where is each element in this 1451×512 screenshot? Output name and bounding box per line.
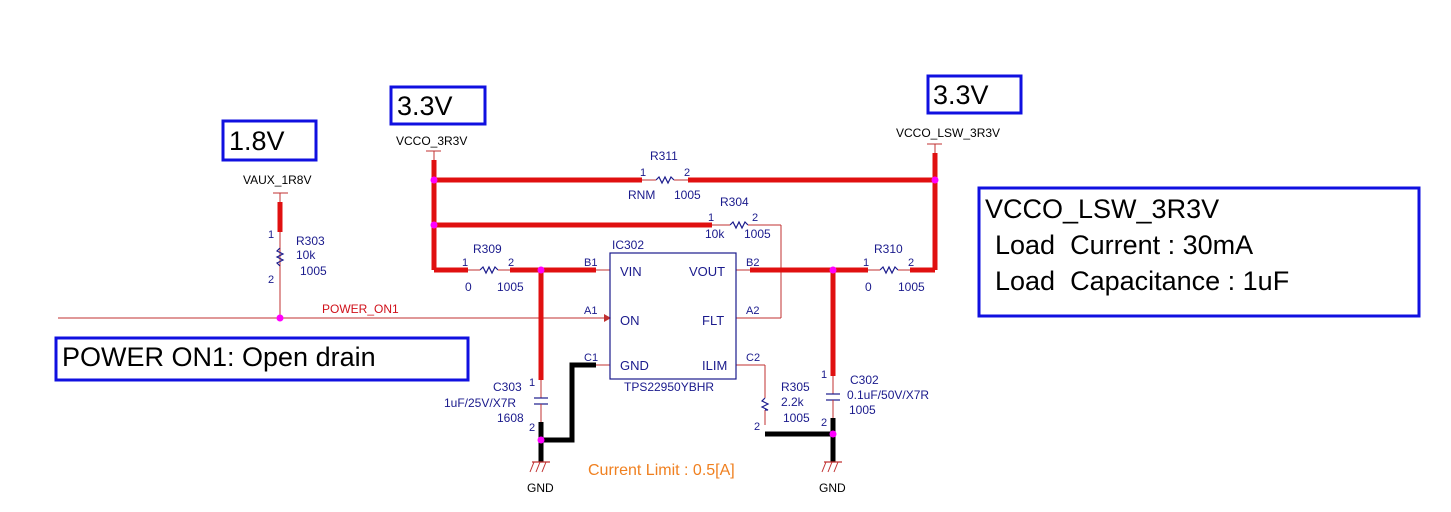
- c303-size: 1608: [497, 411, 524, 425]
- ic302-pin-gnd: GND: [620, 358, 649, 373]
- ic302-pin-c1: C1: [584, 352, 598, 364]
- c302-ref: C302: [850, 373, 879, 387]
- ic302-pin-b2: B2: [746, 257, 759, 269]
- load-info-capacitance: Load Capacitance : 1uF: [995, 266, 1289, 296]
- r303-pin1: 1: [268, 229, 274, 241]
- power-symbol-vaux: VAUX_1R8V: [243, 173, 311, 202]
- r304-size: 1005: [744, 227, 771, 241]
- voltage-label-1v8: 1.8V: [221, 119, 318, 162]
- load-info-current: Load Current : 30mA: [995, 230, 1253, 260]
- r309-value: 0: [465, 280, 472, 294]
- voltage-label-3v3-right: 3.3V: [926, 74, 1023, 115]
- gnd-symbol-right: GND: [819, 461, 846, 495]
- r311-pin2: 2: [684, 167, 690, 179]
- r311-size: 1005: [674, 188, 701, 202]
- r303-pin2: 2: [268, 274, 274, 286]
- c303-pin2: 2: [529, 422, 535, 434]
- voltage-label-3v3-left: 3.3V: [389, 85, 487, 126]
- r305-pin2: 2: [754, 421, 760, 433]
- ic302-pin-c2: C2: [746, 352, 760, 364]
- r311-value: RNM: [628, 188, 655, 202]
- capacitor-c303: 1 2 C303 1uF/25V/X7R 1608: [444, 377, 548, 434]
- ic302-pin-a1: A1: [584, 305, 597, 317]
- net-label-vcco: VCCO_3R3V: [396, 134, 467, 148]
- r310-value: 0: [865, 280, 872, 294]
- ic302-pin-vin: VIN: [620, 264, 642, 279]
- voltage-label-1v8-text: 1.8V: [229, 126, 285, 156]
- r309-size: 1005: [497, 280, 524, 294]
- resistor-r305: 2 R305 2.2k 1005: [754, 380, 810, 433]
- r303-value: 10k: [296, 248, 316, 262]
- resistor-r310: 1 2 R310 0 1005: [863, 242, 925, 294]
- r303-size: 1005: [300, 264, 327, 278]
- resistor-r303: 1 2 R303 10k 1005: [268, 229, 327, 286]
- gnd-label-left: GND: [527, 481, 554, 495]
- power-symbol-vcco: VCCO_3R3V: [396, 134, 467, 160]
- ic302-pin-vout: VOUT: [689, 264, 725, 279]
- ic302-pin-on: ON: [620, 313, 640, 328]
- r310-size: 1005: [898, 280, 925, 294]
- highlighted-wires: [277, 153, 938, 380]
- ic302-ref: IC302: [612, 238, 644, 252]
- r304-pin2: 2: [752, 212, 758, 224]
- c303-ref: C303: [493, 380, 522, 394]
- r305-size: 1005: [783, 411, 810, 425]
- gnd-symbol-left: GND: [527, 461, 554, 495]
- capacitor-c302: 1 2 C302 0.1uF/50V/X7R 1005: [821, 369, 929, 429]
- r304-ref: R304: [720, 195, 749, 209]
- net-label-vaux: VAUX_1R8V: [243, 173, 311, 187]
- power-on-note-text: POWER ON1: Open drain: [62, 342, 376, 372]
- current-limit-note: Current Limit : 0.5[A]: [588, 462, 735, 479]
- r310-pin2: 2: [908, 257, 914, 269]
- resistor-r309: 1 2 R309 0 1005: [462, 242, 524, 294]
- r311-ref: R311: [650, 149, 678, 163]
- resistor-r311: 1 2 R311 RNM 1005: [628, 149, 701, 202]
- ic302-pin-a2: A2: [746, 305, 759, 317]
- net-label-power-on: POWER_ON1: [322, 302, 399, 316]
- junction-dots: [276, 176, 939, 444]
- gnd-label-right: GND: [819, 481, 846, 495]
- r305-value: 2.2k: [781, 395, 805, 409]
- r309-pin1: 1: [462, 257, 468, 269]
- load-info-title: VCCO_LSW_3R3V: [985, 194, 1219, 224]
- c302-size: 1005: [849, 403, 876, 417]
- resistor-r304: 1 2 R304 10k 1005: [705, 195, 771, 241]
- ic302-pin-b1: B1: [584, 257, 597, 269]
- net-label-vcco-lsw: VCCO_LSW_3R3V: [896, 126, 1000, 140]
- r304-pin1: 1: [708, 212, 714, 224]
- r310-ref: R310: [874, 242, 903, 256]
- ic302: IC302 TPS22950YBHR B1 VIN A1 ON C1 GND B…: [584, 238, 760, 394]
- c303-pin1: 1: [529, 377, 535, 389]
- ic302-pin-ilim: ILIM: [702, 358, 727, 373]
- r309-ref: R309: [473, 242, 502, 256]
- c303-value: 1uF/25V/X7R: [444, 396, 516, 410]
- thin-wires: [58, 224, 782, 425]
- c302-pin2: 2: [821, 417, 827, 429]
- r303-ref: R303: [296, 234, 325, 248]
- r304-value: 10k: [705, 227, 725, 241]
- voltage-label-3v3-left-text: 3.3V: [397, 91, 453, 121]
- power-on-note-box: POWER ON1: Open drain: [54, 336, 470, 382]
- r305-ref: R305: [781, 380, 810, 394]
- c302-value: 0.1uF/50V/X7R: [847, 388, 929, 402]
- c302-pin1: 1: [821, 369, 827, 381]
- ic302-pin-flt: FLT: [702, 313, 724, 328]
- r310-pin1: 1: [863, 257, 869, 269]
- ic302-part: TPS22950YBHR: [624, 380, 714, 394]
- load-info-box: VCCO_LSW_3R3V Load Current : 30mA Load C…: [977, 186, 1421, 318]
- voltage-label-3v3-right-text: 3.3V: [933, 80, 989, 110]
- power-symbol-vcco-lsw: VCCO_LSW_3R3V: [896, 126, 1000, 153]
- r311-pin1: 1: [640, 167, 646, 179]
- r309-pin2: 2: [508, 257, 514, 269]
